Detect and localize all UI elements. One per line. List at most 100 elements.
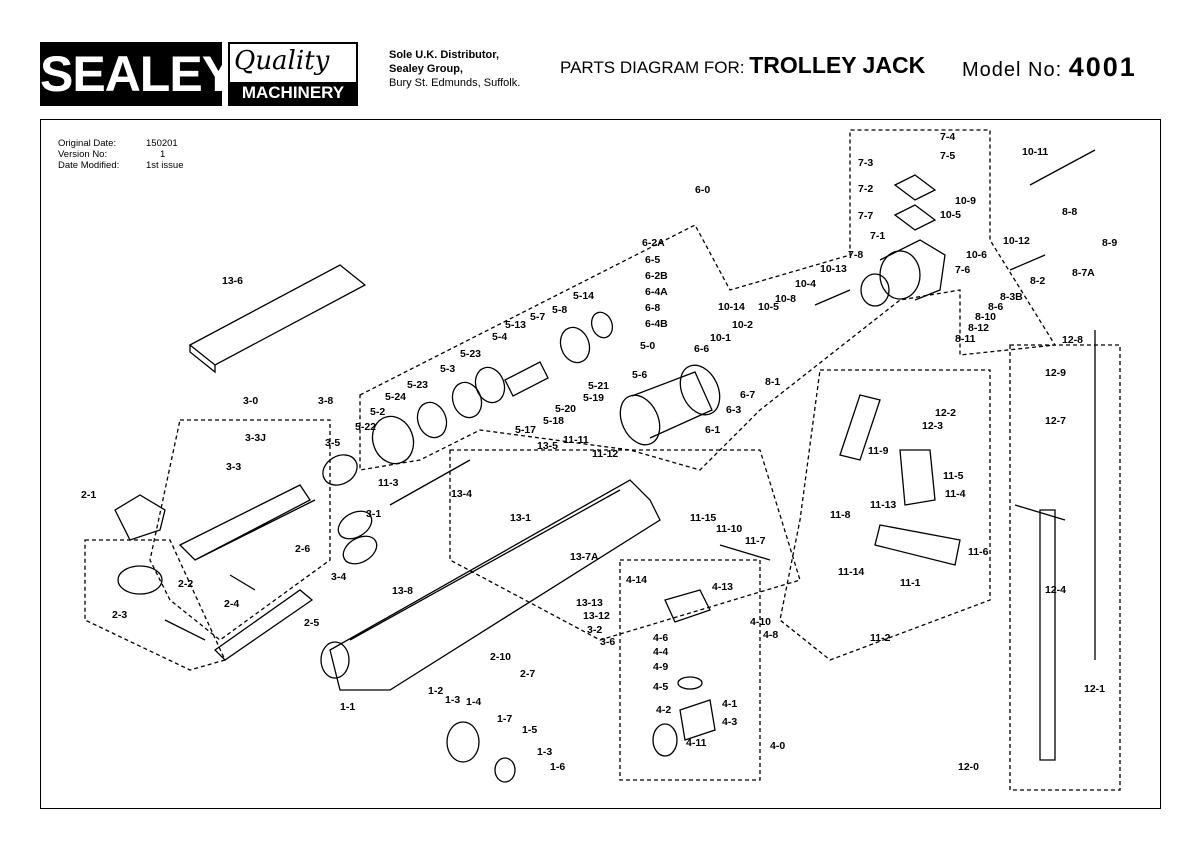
label-11-8: 11-8 (830, 509, 851, 521)
brand-text: SEALEY (40, 46, 235, 102)
quality-machinery-logo: Quality MACHINERY (228, 42, 358, 106)
label-12-8: 12-8 (1062, 334, 1083, 346)
part-number-labels: 7-4 7-5 7-3 7-2 7-7 7-1 7-8 7-6 10-11 10… (81, 131, 1117, 773)
label-4-13: 4-13 (712, 581, 733, 593)
label-4-8: 4-8 (763, 629, 778, 641)
label-11-14: 11-14 (838, 566, 864, 578)
link-2-5 (213, 589, 314, 661)
label-5-23b: 5-23 (407, 379, 428, 391)
label-6-1: 6-1 (705, 424, 720, 436)
model-number: 4001 (1068, 52, 1137, 82)
label-5-3: 5-3 (440, 363, 455, 375)
label-13-7A: 13-7A (570, 551, 599, 563)
label-13-12: 13-12 (583, 610, 610, 622)
label-1-3: 1-3 (445, 694, 460, 706)
label-13-5: 13-5 (537, 440, 558, 452)
label-11-5: 11-5 (943, 470, 964, 482)
label-1-5: 1-5 (522, 724, 537, 736)
label-7-4: 7-4 (940, 131, 955, 143)
label-8-6: 8-6 (988, 301, 1003, 313)
label-5-13: 5-13 (505, 319, 526, 331)
pump-body-11-5 (899, 449, 936, 506)
label-5-21: 5-21 (588, 380, 609, 392)
label-7-6: 7-6 (955, 264, 970, 276)
group-11-outline (779, 369, 991, 661)
label-4-0: 4-0 (770, 740, 785, 752)
group-12-outline (1009, 344, 1121, 791)
group-2-outline (84, 539, 226, 671)
label-11-12: 11-12 (592, 448, 618, 460)
label-5-14: 5-14 (573, 290, 594, 302)
rod-2-4 (229, 574, 256, 591)
tray-13-6 (188, 264, 367, 374)
version-value: 1 (160, 149, 166, 160)
label-8-2: 8-2 (1030, 275, 1045, 287)
rod-11-7 (719, 544, 771, 561)
pump-5-14 (590, 311, 614, 339)
label-10-11: 10-11 (1022, 146, 1048, 158)
label-10-14: 10-14 (718, 301, 745, 313)
label-11-7: 11-7 (745, 535, 766, 547)
label-7-7: 7-7 (858, 210, 873, 222)
rod-8-2 (1009, 254, 1046, 271)
label-2-2: 2-2 (178, 578, 193, 590)
fork-4-1 (679, 699, 716, 741)
group-4-outline (619, 559, 761, 781)
diagram-line (474, 366, 506, 404)
rod-2-3 (164, 619, 206, 641)
part-drawings (84, 129, 1121, 791)
label-10-6: 10-6 (966, 249, 987, 261)
seal-5-23 (451, 381, 483, 419)
label-13-13: 13-13 (576, 597, 603, 609)
label-4-4: 4-4 (653, 646, 668, 658)
pump-5-3 (504, 361, 549, 397)
bearing-4-6 (677, 676, 703, 690)
label-6-8: 6-8 (645, 302, 660, 314)
quality-text: Quality (234, 46, 330, 76)
rod-10-11 (1029, 149, 1096, 186)
label-7-5: 7-5 (940, 150, 955, 162)
label-10-2: 10-2 (732, 319, 753, 331)
label-12-7: 12-7 (1045, 415, 1066, 427)
label-6-4B: 6-4B (645, 318, 668, 330)
label-5-4: 5-4 (492, 331, 507, 343)
rod-10-4 (814, 289, 851, 306)
label-2-1: 2-1 (81, 489, 96, 501)
model-label: Model No: (962, 59, 1063, 81)
handle-12-1 (1014, 504, 1066, 761)
label-11-13: 11-13 (870, 499, 896, 511)
label-5-22: 5-22 (355, 421, 376, 433)
chassis-13-1 (329, 479, 661, 691)
pedal-11-9 (839, 394, 881, 461)
label-13-1: 13-1 (510, 512, 531, 524)
label-8-7A: 8-7A (1072, 267, 1095, 279)
label-3-5: 3-5 (325, 437, 340, 449)
label-11-4: 11-4 (945, 488, 966, 500)
label-4-14: 4-14 (626, 574, 647, 586)
diagram-prefix: PARTS DIAGRAM FOR: (560, 58, 745, 77)
sealey-logo: SEALEY (40, 42, 235, 106)
label-8-12: 8-12 (968, 322, 989, 334)
label-12-1: 12-1 (1084, 683, 1105, 695)
label-5-7: 5-7 (530, 311, 545, 323)
version-label: Version No: (58, 149, 108, 160)
label-3-4: 3-4 (331, 571, 346, 583)
label-1-6: 1-6 (550, 761, 565, 773)
label-6-2B: 6-2B (645, 270, 668, 282)
label-12-0: 12-0 (958, 761, 979, 773)
plate-7-7 (893, 204, 937, 231)
label-13-8: 13-8 (392, 585, 413, 597)
label-4-6: 4-6 (653, 632, 668, 644)
label-5-24: 5-24 (385, 391, 406, 403)
original-date-label: Original Date: (58, 138, 117, 149)
label-10-9: 10-9 (955, 195, 976, 207)
distributor-line-3: Bury St. Edmunds, Suffolk. (389, 77, 521, 89)
label-11-11: 11-11 (563, 434, 589, 446)
label-1-7: 1-7 (497, 713, 512, 725)
label-3-6: 3-6 (600, 636, 615, 648)
label-12-4: 12-4 (1045, 584, 1066, 596)
label-11-9: 11-9 (868, 445, 889, 457)
label-6-3: 6-3 (726, 404, 741, 416)
label-5-0: 5-0 (640, 340, 655, 352)
label-4-10: 4-10 (750, 616, 771, 628)
